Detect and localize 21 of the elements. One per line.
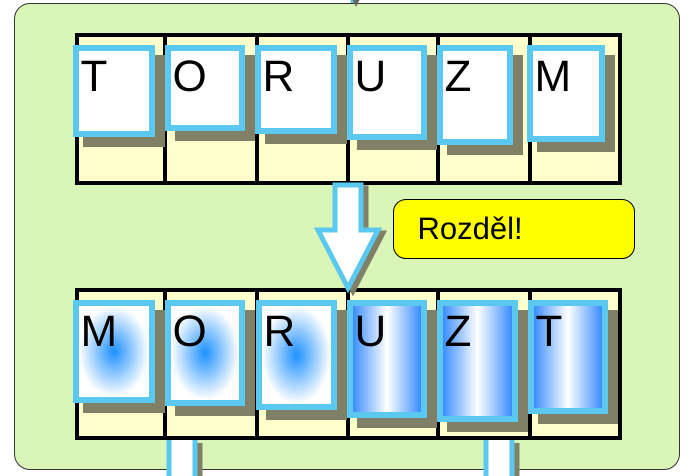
card-letter: U <box>354 310 386 354</box>
card-letter: Z <box>444 54 472 98</box>
arrow <box>484 438 514 476</box>
array-frame <box>74 288 622 440</box>
panel-background <box>14 3 680 470</box>
callout-text: Rozděl! <box>418 210 523 246</box>
card-letter: U <box>354 54 386 98</box>
card-letter: O <box>172 54 207 98</box>
arrow <box>350 0 360 7</box>
arrow <box>314 182 382 294</box>
card-letter: R <box>262 54 294 98</box>
arrow <box>166 438 198 476</box>
card-letter: Z <box>444 310 472 354</box>
callout-bubble <box>392 198 634 258</box>
card-letter: T <box>80 54 108 98</box>
card-letter: M <box>534 54 572 98</box>
card-letter: T <box>536 310 562 354</box>
card-letter: O <box>172 310 207 354</box>
card-letter: R <box>264 310 296 354</box>
array-frame <box>74 32 622 184</box>
card-letter: M <box>80 310 118 354</box>
